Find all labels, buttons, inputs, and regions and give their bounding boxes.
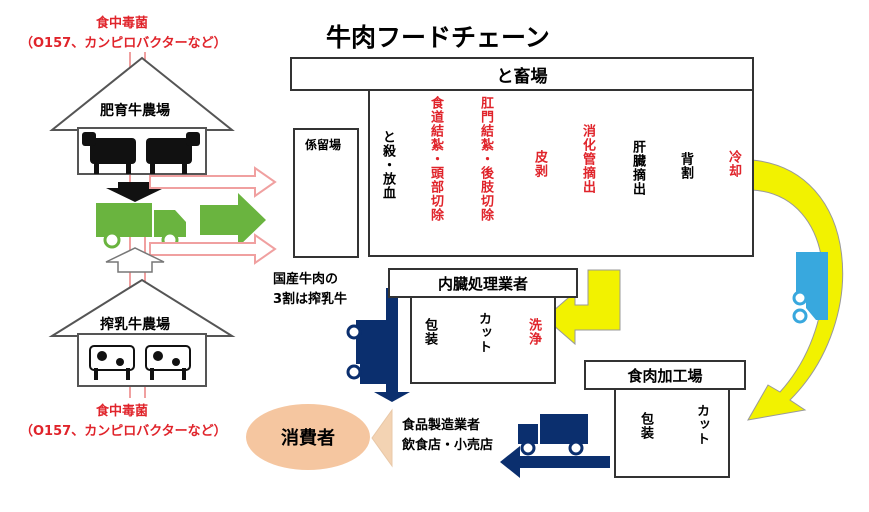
green-truck-icon (96, 203, 186, 249)
dairy-cattle-icon (89, 345, 191, 380)
step-chilling: 冷却 (726, 150, 741, 178)
farm-dairy-label: 搾乳牛農場 (100, 317, 170, 333)
cyan-truck-icon (792, 252, 828, 324)
navy-truck-vertical-icon (346, 320, 390, 384)
page-title: 牛肉フードチェーン (326, 23, 550, 52)
curve-arrow-to-processing (747, 159, 844, 421)
step-skinning: 皮剥 (532, 150, 547, 178)
holding-pen-box: 係留場 (293, 128, 359, 258)
consumer-label: 消費者 (281, 428, 335, 449)
pathogen-top-name: 食中毒菌 (96, 16, 149, 31)
step-splitting: 背割 (678, 152, 693, 180)
pathogen-top-detail: （O157、カンピロバクターなど） (20, 36, 227, 51)
processing-title: 食肉加工場 (627, 366, 703, 385)
navy-arrow-left (500, 446, 610, 478)
domestic-note-line1: 国産牛肉の (273, 272, 339, 287)
processing-header: 食肉加工場 (584, 360, 746, 390)
pathogen-bottom-name: 食中毒菌 (96, 404, 149, 419)
offal-body (410, 298, 556, 384)
domestic-note-line2: 3割は搾乳牛 (273, 292, 348, 307)
offal-title: 内臓処理業者 (437, 274, 528, 293)
slaughterhouse-header: と畜場 (290, 57, 754, 91)
offal-step-cut: カット (476, 312, 491, 354)
navy-arrow-down (374, 288, 410, 402)
step-evisceration: 消化管摘出 (580, 124, 595, 194)
l-arrow-to-offal (544, 269, 621, 346)
step-kill-bleed: と殺・放血 (380, 130, 395, 200)
slaughterhouse-body (368, 91, 754, 257)
slaughterhouse-title: と畜場 (496, 66, 548, 87)
black-cattle-icon (82, 132, 200, 174)
consumer-node: 消費者 (246, 404, 370, 470)
navy-truck-horizontal-icon (518, 414, 588, 456)
step-liver-removal: 肝臓摘出 (630, 140, 645, 196)
offal-step-pack: 包装 (422, 318, 437, 346)
green-arrow-icon (200, 193, 266, 247)
retail-arrow-icon (371, 408, 393, 468)
step-anus-hindleg: 肛門結紮・後肢切除 (478, 96, 493, 222)
farm-fattening-label: 肥育牛農場 (100, 103, 170, 119)
processing-step-pack: 包装 (638, 412, 653, 440)
step-esophagus-head: 食道結紮・頭部切除 (428, 96, 443, 222)
holding-pen-label: 係留場 (305, 138, 342, 152)
retail-line1: 食品製造業者 (402, 418, 481, 433)
pathogen-bottom-detail: （O157、カンピロバクターなど） (20, 424, 227, 439)
offal-step-wash: 洗浄 (526, 318, 541, 346)
offal-header: 内臓処理業者 (388, 268, 578, 298)
processing-step-cut: カット (694, 404, 709, 446)
pink-arrow-top (149, 166, 277, 198)
retail-line2: 飲食店・小売店 (402, 438, 494, 453)
processing-body (614, 390, 730, 478)
up-arrow-icon (105, 247, 165, 273)
pink-arrow-bottom (149, 233, 277, 265)
